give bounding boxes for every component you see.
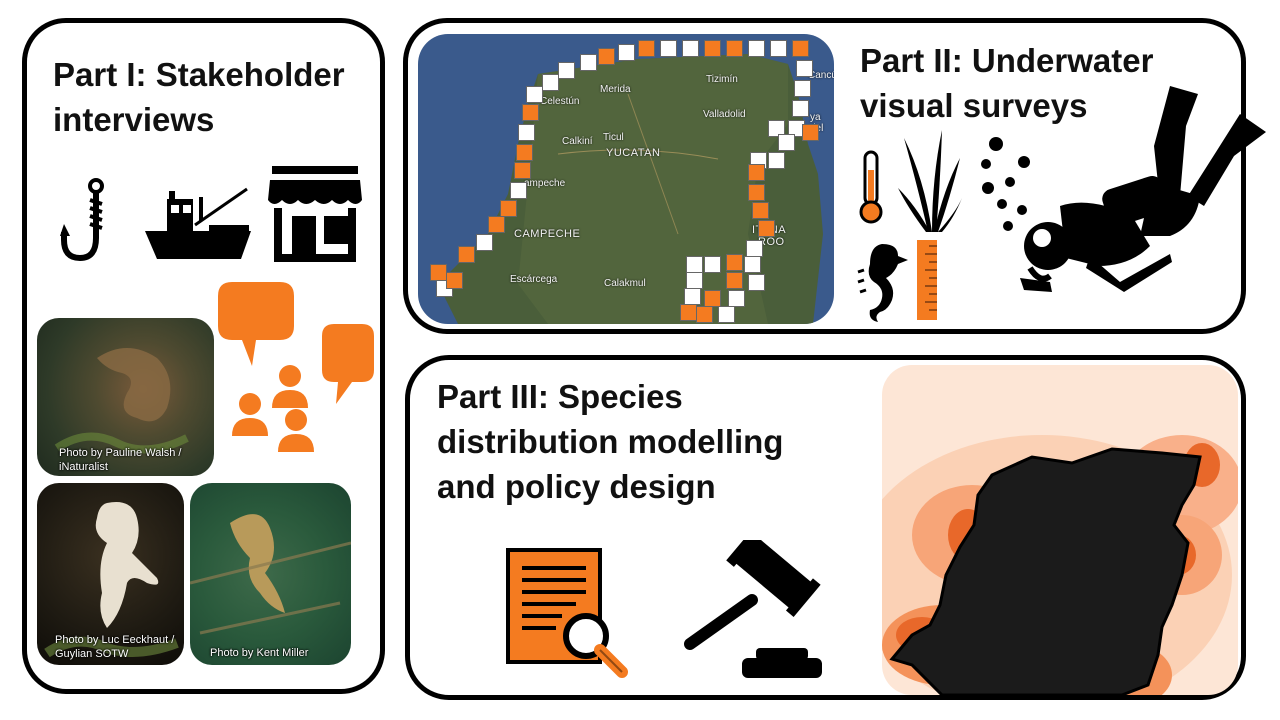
scuba-diver-icon bbox=[1020, 86, 1266, 292]
map-label-campeche-city: ampeche bbox=[524, 178, 566, 189]
survey-site-marker bbox=[558, 62, 575, 79]
ruler-icon bbox=[917, 240, 937, 320]
map-label-calkini: Calkiní bbox=[562, 136, 593, 147]
map-label-tizimin: Tizimín bbox=[706, 74, 738, 85]
map-label-celestun: Celestún bbox=[540, 96, 580, 107]
survey-site-marker bbox=[500, 200, 517, 217]
survey-site-marker bbox=[794, 80, 811, 97]
survey-site-marker bbox=[516, 144, 533, 161]
fishing-boat-icon bbox=[145, 187, 251, 259]
survey-site-marker bbox=[744, 256, 761, 273]
survey-site-marker bbox=[458, 246, 475, 263]
part3-title: Part III: Species distribution modelling… bbox=[437, 378, 784, 505]
survey-site-marker bbox=[618, 44, 635, 61]
survey-site-marker bbox=[726, 40, 743, 57]
survey-site-marker bbox=[580, 54, 597, 71]
survey-site-marker bbox=[686, 272, 703, 289]
map-label-merida: Merida bbox=[600, 84, 631, 95]
survey-site-marker bbox=[726, 254, 743, 271]
survey-site-marker bbox=[510, 182, 527, 199]
part2-title: Part II: Underwater visual surveys bbox=[860, 42, 1154, 124]
speech-bubble-icon bbox=[218, 282, 374, 404]
gavel-icon bbox=[684, 540, 822, 678]
survey-site-marker bbox=[768, 152, 785, 169]
map-label-campeche: CAMPECHE bbox=[514, 228, 581, 240]
survey-site-marker bbox=[526, 86, 543, 103]
seahorse-photo-3: Photo by Kent Miller bbox=[190, 483, 351, 665]
survey-site-marker bbox=[680, 304, 697, 321]
survey-site-marker bbox=[704, 290, 721, 307]
seahorse-photo-2: Photo by Luc Eeckhaut /Guylian SOTW bbox=[37, 483, 184, 665]
survey-site-marker bbox=[748, 40, 765, 57]
survey-site-marker bbox=[514, 162, 531, 179]
survey-site-marker bbox=[488, 216, 505, 233]
survey-site-marker bbox=[660, 40, 677, 57]
map-label-roo: ROO bbox=[758, 236, 785, 248]
seahorse-photo-1: Photo by Pauline Walsh /iNaturalist bbox=[37, 318, 214, 476]
survey-site-marker bbox=[718, 306, 735, 323]
survey-site-marker bbox=[522, 104, 539, 121]
market-stall-icon bbox=[268, 166, 362, 262]
map-label-escarcega: Escárcega bbox=[510, 274, 558, 285]
survey-site-marker bbox=[542, 74, 559, 91]
survey-site-marker bbox=[768, 120, 785, 137]
fish-hook-icon bbox=[60, 178, 104, 262]
survey-site-marker bbox=[598, 48, 615, 65]
survey-site-marker bbox=[748, 164, 765, 181]
survey-sites-map: Merida Tizimín Cancún Celestún Valladoli… bbox=[418, 34, 834, 324]
survey-site-marker bbox=[638, 40, 655, 57]
survey-site-marker bbox=[704, 40, 721, 57]
thermometer-icon bbox=[859, 150, 883, 224]
map-label-yucatan: YUCATAN bbox=[606, 147, 661, 159]
survey-site-marker bbox=[728, 290, 745, 307]
survey-site-marker bbox=[746, 240, 763, 257]
survey-site-marker bbox=[792, 40, 809, 57]
seagrass-icon bbox=[898, 130, 962, 232]
survey-site-marker bbox=[518, 124, 535, 141]
survey-site-marker bbox=[748, 184, 765, 201]
survey-site-marker bbox=[726, 272, 743, 289]
survey-site-marker bbox=[770, 40, 787, 57]
survey-site-marker bbox=[778, 134, 795, 151]
survey-site-marker bbox=[446, 272, 463, 289]
survey-site-marker bbox=[430, 264, 447, 281]
survey-site-marker bbox=[796, 60, 813, 77]
survey-site-marker bbox=[696, 306, 713, 323]
document-search-icon bbox=[506, 548, 628, 678]
photo-credit-2: Photo by Luc Eeckhaut /Guylian SOTW bbox=[55, 634, 175, 660]
bubbles-icon bbox=[981, 137, 1030, 231]
map-label-ticul: Ticul bbox=[603, 132, 624, 143]
distribution-map-icon bbox=[882, 365, 1238, 695]
seahorse-icon bbox=[857, 244, 908, 322]
photo-credit-3: Photo by Kent Miller bbox=[210, 647, 309, 659]
survey-site-marker bbox=[802, 124, 819, 141]
survey-site-marker bbox=[758, 220, 775, 237]
survey-site-marker bbox=[686, 256, 703, 273]
survey-site-marker bbox=[752, 202, 769, 219]
survey-site-marker bbox=[792, 100, 809, 117]
part1-title: Part I: Stakeholder interviews bbox=[53, 56, 345, 138]
photo-credit-1: Photo by Pauline Walsh /iNaturalist bbox=[59, 447, 182, 473]
people-group-icon bbox=[232, 365, 314, 452]
map-label-cancun: Cancún bbox=[808, 70, 834, 81]
map-label-calakmul: Calakmul bbox=[604, 278, 646, 289]
survey-site-marker bbox=[476, 234, 493, 251]
survey-site-marker bbox=[682, 40, 699, 57]
survey-site-marker bbox=[704, 256, 721, 273]
survey-site-marker bbox=[748, 274, 765, 291]
map-label-valladolid: Valladolid bbox=[703, 109, 746, 120]
survey-site-marker bbox=[684, 288, 701, 305]
